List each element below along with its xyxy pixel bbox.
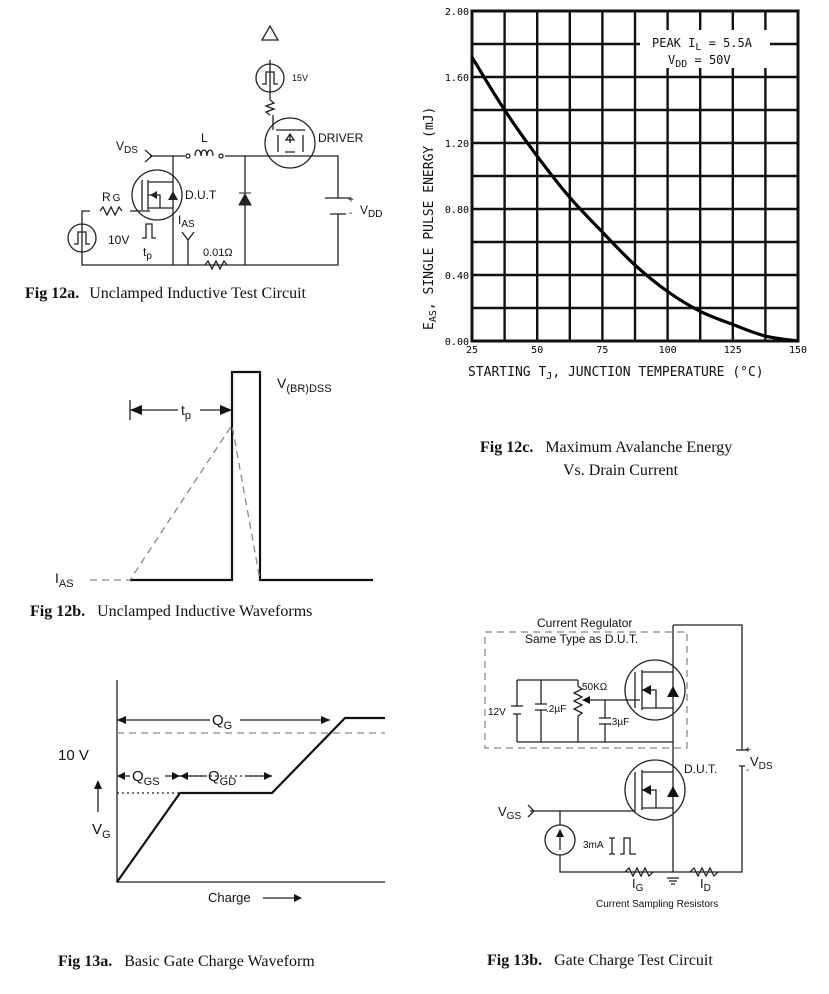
12v-label: 12V (488, 707, 506, 718)
plot-frame (470, 9, 800, 343)
supply-arrow-icon (260, 24, 280, 41)
gate-resistor-icon (264, 99, 276, 116)
fig12a-caption: Fig 12a.Unclamped Inductive Test Circuit (25, 285, 307, 302)
y-tick-label: 0.00 (445, 337, 469, 348)
c2-label: .3µF (609, 717, 629, 728)
vds-label: VDS (116, 139, 138, 156)
y-tick-label: 0.80 (445, 205, 469, 216)
fig13a-waveform: QG QGS QGD 10 V VG Charge (58, 680, 385, 905)
ias-label: IAS (178, 213, 195, 230)
chart-annotation-vdd: VDD = 50V (668, 53, 731, 70)
regulator-mosfet-icon (624, 659, 686, 721)
plus-sign: + (745, 745, 751, 756)
vds-waveform (130, 370, 373, 582)
pulse-source-10v (67, 223, 97, 253)
fig13b-caption: Fig 13b.Gate Charge Test Circuit (487, 952, 713, 969)
y-tick-label: 2.00 (445, 7, 469, 18)
vgs-probe-icon (527, 804, 535, 818)
y-tick-label: 0.40 (445, 271, 469, 282)
minus-sign: - (746, 765, 749, 776)
id-resistor-icon (689, 866, 719, 878)
fig13b-circuit: Current Regulator Same Type as D.U.T. 12… (484, 616, 773, 910)
current-source-icon (544, 824, 576, 856)
driver-label: DRIVER (318, 131, 364, 145)
vg-label: VG (92, 821, 111, 841)
pulse-source-15v (255, 63, 285, 93)
chart-ylabel: EAS, SINGLE PULSE ENERGY (mJ) (422, 107, 439, 330)
fig12c-caption-line1: Fig 12c.Maximum Avalanche Energy (480, 439, 732, 456)
gate-voltage-curve (116, 716, 385, 883)
potentiometer-icon (572, 685, 584, 717)
fig13a-caption: Fig 13a.Basic Gate Charge Waveform (58, 953, 315, 970)
3ma-label: 3mA (583, 840, 604, 851)
dut-label: D.U.T (185, 188, 217, 202)
current-ramp (90, 423, 261, 581)
x-tick-label: 100 (659, 345, 677, 356)
10v-label: 10 V (58, 747, 89, 764)
vds-label: VDS (750, 754, 773, 772)
10v-label: 10V (108, 233, 129, 247)
dut-mosfet-icon (624, 759, 686, 821)
annotation-background (640, 30, 770, 68)
15v-label: 15V (292, 73, 308, 83)
y-tick-label: 1.60 (445, 73, 469, 84)
qgd-label: QGD (208, 768, 236, 788)
inductor-label: L (201, 131, 208, 145)
fig12b-waveform: tp V(BR)DSS IAS (55, 370, 373, 590)
qg-label: QG (212, 712, 232, 732)
regulator-label: Current Regulator (537, 616, 632, 630)
x-tick-label: 25 (466, 345, 478, 356)
qgs-label: QGS (132, 768, 160, 788)
ias-probe-icon (181, 231, 195, 242)
x-tick-label: 125 (724, 345, 742, 356)
id-label: ID (700, 876, 711, 894)
fig12c-chart: 25 50 75 100 125 150 0.00 0.40 0.80 1.20 1.60 2.00 (445, 7, 807, 356)
vdd-label: VDD (360, 203, 382, 220)
x-tick-label: 75 (596, 345, 608, 356)
sampling-resistors-label: Current Sampling Resistors (596, 899, 718, 910)
chart-annotation-il: PEAK IL = 5.5A (652, 36, 753, 53)
ias-label: IAS (55, 570, 74, 590)
dut-mosfet-icon (131, 169, 183, 221)
chart-xlabel: STARTING TJ, JUNCTION TEMPERATURE (°C) (468, 365, 764, 382)
charge-label: Charge (208, 890, 251, 905)
battery-icon (325, 197, 351, 215)
inductor-icon (194, 149, 214, 157)
pot-label: 50KΩ (582, 682, 608, 693)
regulator-box (484, 631, 688, 749)
plus-sign: + (348, 195, 354, 206)
fig12c-caption-line2: Vs. Drain Current (563, 462, 679, 479)
freewheel-diode-icon (238, 192, 252, 206)
driver-mosfet-icon (264, 117, 316, 169)
x-tick-label: 50 (531, 345, 543, 356)
vds-probe-icon (144, 149, 153, 163)
minus-sign: - (349, 208, 352, 219)
c1-label: .2µF (546, 704, 566, 715)
ground-icon (667, 877, 679, 885)
tp-label: tp (143, 245, 152, 262)
regulator-sublabel: Same Type as D.U.T. (525, 632, 638, 646)
sense-resistor-icon (204, 259, 228, 271)
dut-label: D.U.T. (684, 762, 717, 776)
fig12b-caption: Fig 12b.Unclamped Inductive Waveforms (30, 603, 312, 620)
vbrdss-label: V(BR)DSS (277, 375, 332, 395)
tp-label: tp (181, 402, 191, 422)
y-tick-label: 1.20 (445, 139, 469, 150)
vgs-label: VGS (498, 804, 521, 822)
ig-label: IG (632, 876, 644, 894)
x-tick-label: 150 (789, 345, 807, 356)
resistor-value-label: 0.01Ω (203, 247, 233, 259)
gate-resistor-rg-icon (99, 205, 123, 217)
ig-resistor-icon (624, 866, 654, 878)
